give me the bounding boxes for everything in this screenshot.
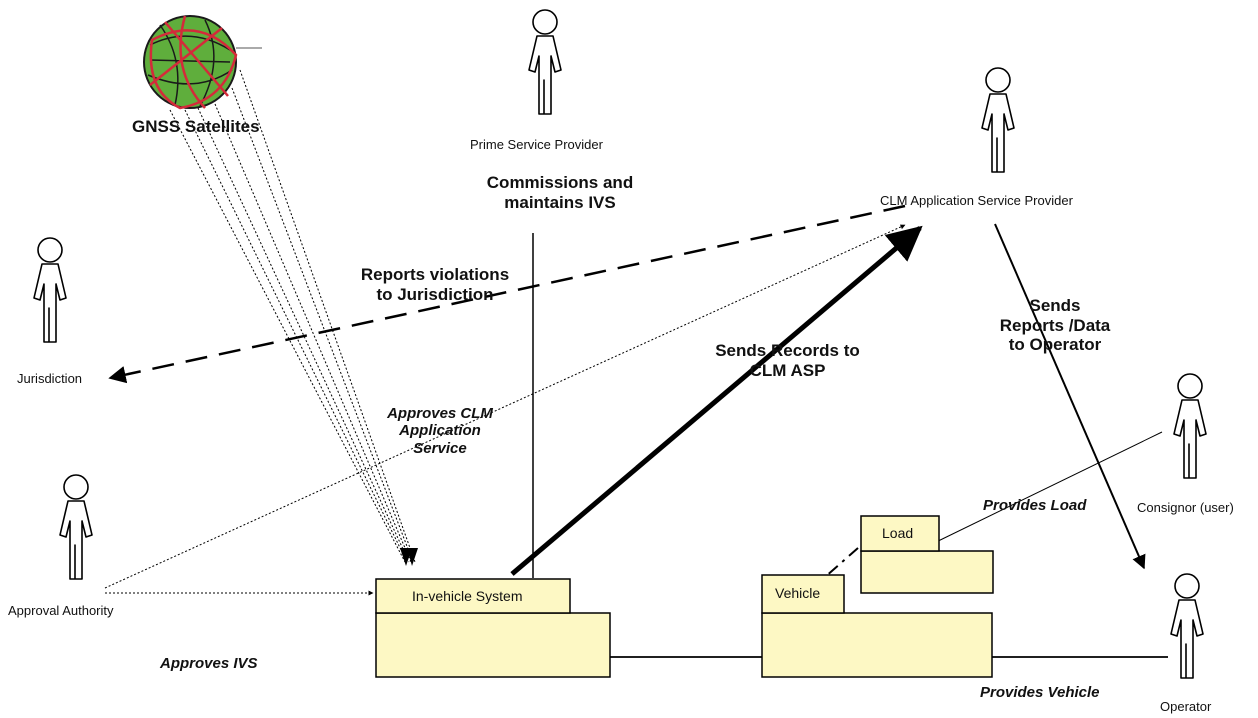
jurisdiction-figure	[33, 237, 67, 343]
consignor-figure	[1173, 373, 1207, 479]
commissions-label: Commissions and maintains IVS	[486, 173, 634, 212]
in-vehicle-system-box	[375, 578, 611, 678]
clm-asp-label: CLM Application Service Provider	[880, 193, 1073, 208]
load-box-label: Load	[882, 525, 914, 541]
reports-violations-label: Reports violations to Jurisdiction	[360, 265, 510, 304]
jurisdiction-label: Jurisdiction	[17, 371, 83, 386]
gnss-satellite-globe	[143, 15, 262, 110]
prime-service-provider-label: Prime Service Provider	[470, 137, 603, 152]
approves-ivs-label: Approves IVS	[160, 655, 258, 672]
clm-asp-figure	[981, 67, 1015, 173]
approval-authority-label: Approval Authority	[8, 603, 114, 618]
sends-reports-label: Sends Reports /Data to Operator	[999, 296, 1111, 355]
load-box	[860, 515, 994, 594]
operator-label: Operator	[1160, 699, 1212, 714]
gnss-arrowheads	[400, 548, 418, 566]
gnss-satellites-label: GNSS Satellites	[132, 117, 260, 136]
gnss-signal-rays	[169, 69, 416, 563]
provides-vehicle-label: Provides Vehicle	[980, 684, 1100, 701]
provides-load-line	[929, 431, 1163, 546]
operator-figure	[1170, 573, 1204, 679]
sends-reports-arrow	[994, 223, 1146, 570]
vehicle-box	[761, 574, 993, 678]
approves-clm-line	[104, 224, 906, 589]
sends-records-arrow	[510, 225, 923, 576]
vehicle-box-label: Vehicle	[775, 585, 821, 601]
provides-load-label: Provides Load	[983, 497, 1087, 514]
approves-clm-label: Approves CLM Application Service	[387, 405, 493, 457]
approval-authority-figure	[59, 474, 93, 580]
sends-records-label: Sends Records to CLM ASP	[715, 341, 860, 380]
consignor-label: Consignor (user)	[1137, 500, 1234, 515]
prime-service-provider-figure	[528, 9, 562, 115]
in-vehicle-system-label: In-vehicle System	[412, 588, 523, 604]
